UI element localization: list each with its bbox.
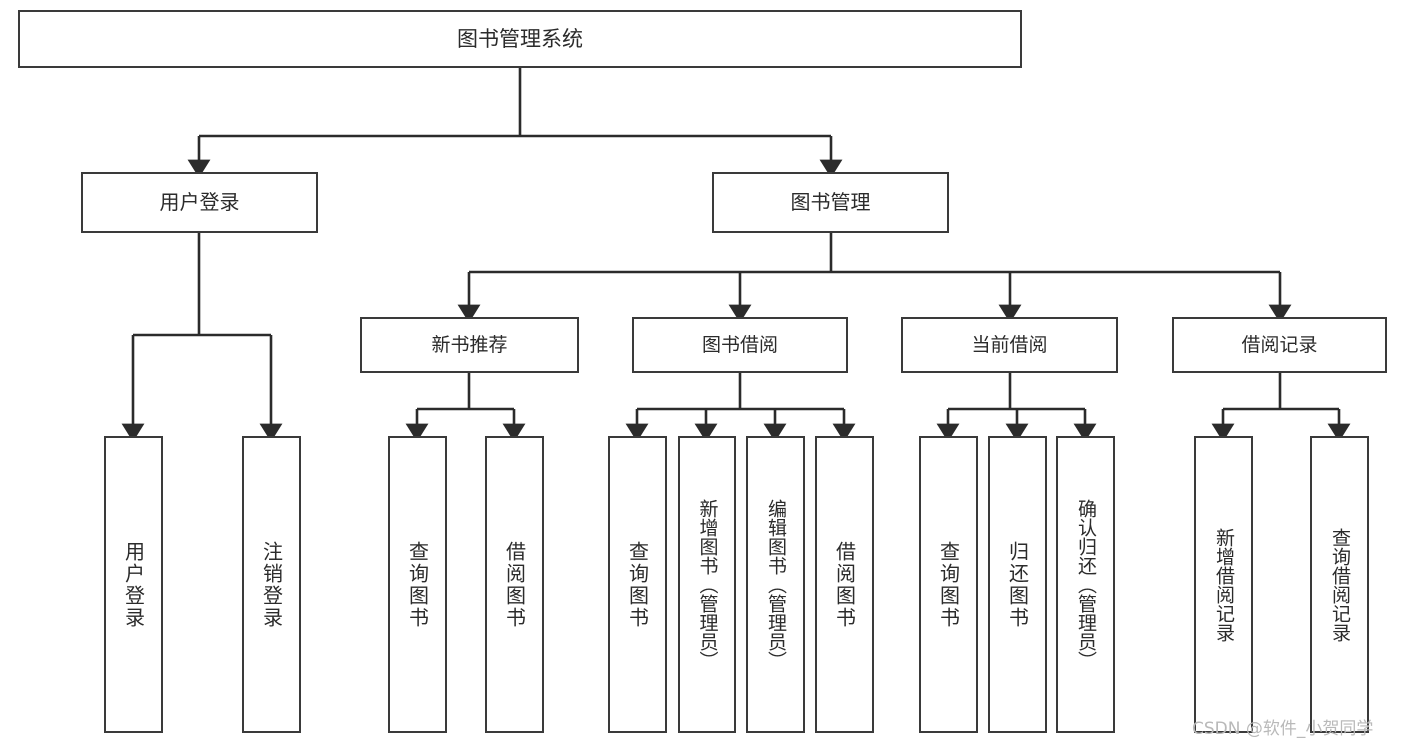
node-borrow-record-label: 借阅记录 <box>1241 333 1318 356</box>
node-leaf-query-book-2-label: 查询图书 <box>625 540 650 629</box>
node-leaf-query-book-2[interactable]: 查询图书 <box>608 436 667 733</box>
node-leaf-query-record-label: 查询借阅记录 <box>1329 527 1351 642</box>
node-user-login[interactable]: 用户登录 <box>81 172 318 233</box>
node-leaf-query-book-3-label: 查询图书 <box>936 540 961 629</box>
node-book-borrow[interactable]: 图书借阅 <box>632 317 848 373</box>
node-leaf-add-book[interactable]: 新增图书（管理员） <box>678 436 736 733</box>
node-leaf-query-book-1[interactable]: 查询图书 <box>388 436 447 733</box>
node-leaf-logout-login[interactable]: 注销登录 <box>242 436 301 733</box>
node-new-book-recommend[interactable]: 新书推荐 <box>360 317 579 373</box>
node-leaf-borrow-book-2-label: 借阅图书 <box>832 540 857 629</box>
node-leaf-borrow-book-2[interactable]: 借阅图书 <box>815 436 874 733</box>
node-current-borrow-label: 当前借阅 <box>971 333 1048 356</box>
node-leaf-user-login-label: 用户登录 <box>121 540 146 629</box>
node-leaf-query-book-1-label: 查询图书 <box>405 540 430 629</box>
node-leaf-borrow-book-1-label: 借阅图书 <box>502 540 527 629</box>
node-leaf-confirm-return[interactable]: 确认归还（管理员） <box>1056 436 1115 733</box>
node-current-borrow[interactable]: 当前借阅 <box>901 317 1118 373</box>
node-leaf-borrow-book-1[interactable]: 借阅图书 <box>485 436 544 733</box>
node-leaf-confirm-return-label: 确认归还（管理员） <box>1075 499 1097 670</box>
node-root-label: 图书管理系统 <box>457 26 583 51</box>
node-leaf-edit-book-label: 编辑图书（管理员） <box>765 499 787 670</box>
node-leaf-add-record-label: 新增借阅记录 <box>1213 527 1235 642</box>
node-leaf-user-login[interactable]: 用户登录 <box>104 436 163 733</box>
node-leaf-edit-book[interactable]: 编辑图书（管理员） <box>746 436 805 733</box>
node-leaf-add-book-label: 新增图书（管理员） <box>696 499 719 670</box>
node-book-manage[interactable]: 图书管理 <box>712 172 949 233</box>
node-leaf-logout-login-label: 注销登录 <box>259 540 284 629</box>
node-leaf-return-book[interactable]: 归还图书 <box>988 436 1047 733</box>
node-leaf-query-record[interactable]: 查询借阅记录 <box>1310 436 1369 733</box>
node-new-book-recommend-label: 新书推荐 <box>431 333 508 356</box>
node-leaf-add-record[interactable]: 新增借阅记录 <box>1194 436 1253 733</box>
node-book-borrow-label: 图书借阅 <box>701 333 778 356</box>
node-user-login-label: 用户登录 <box>159 189 240 214</box>
node-book-manage-label: 图书管理 <box>790 189 871 214</box>
node-borrow-record[interactable]: 借阅记录 <box>1172 317 1387 373</box>
watermark-text: CSDN @软件_小贺同学 <box>1192 719 1374 739</box>
node-leaf-return-book-label: 归还图书 <box>1005 540 1030 629</box>
node-leaf-query-book-3[interactable]: 查询图书 <box>919 436 978 733</box>
node-root[interactable]: 图书管理系统 <box>18 10 1022 68</box>
